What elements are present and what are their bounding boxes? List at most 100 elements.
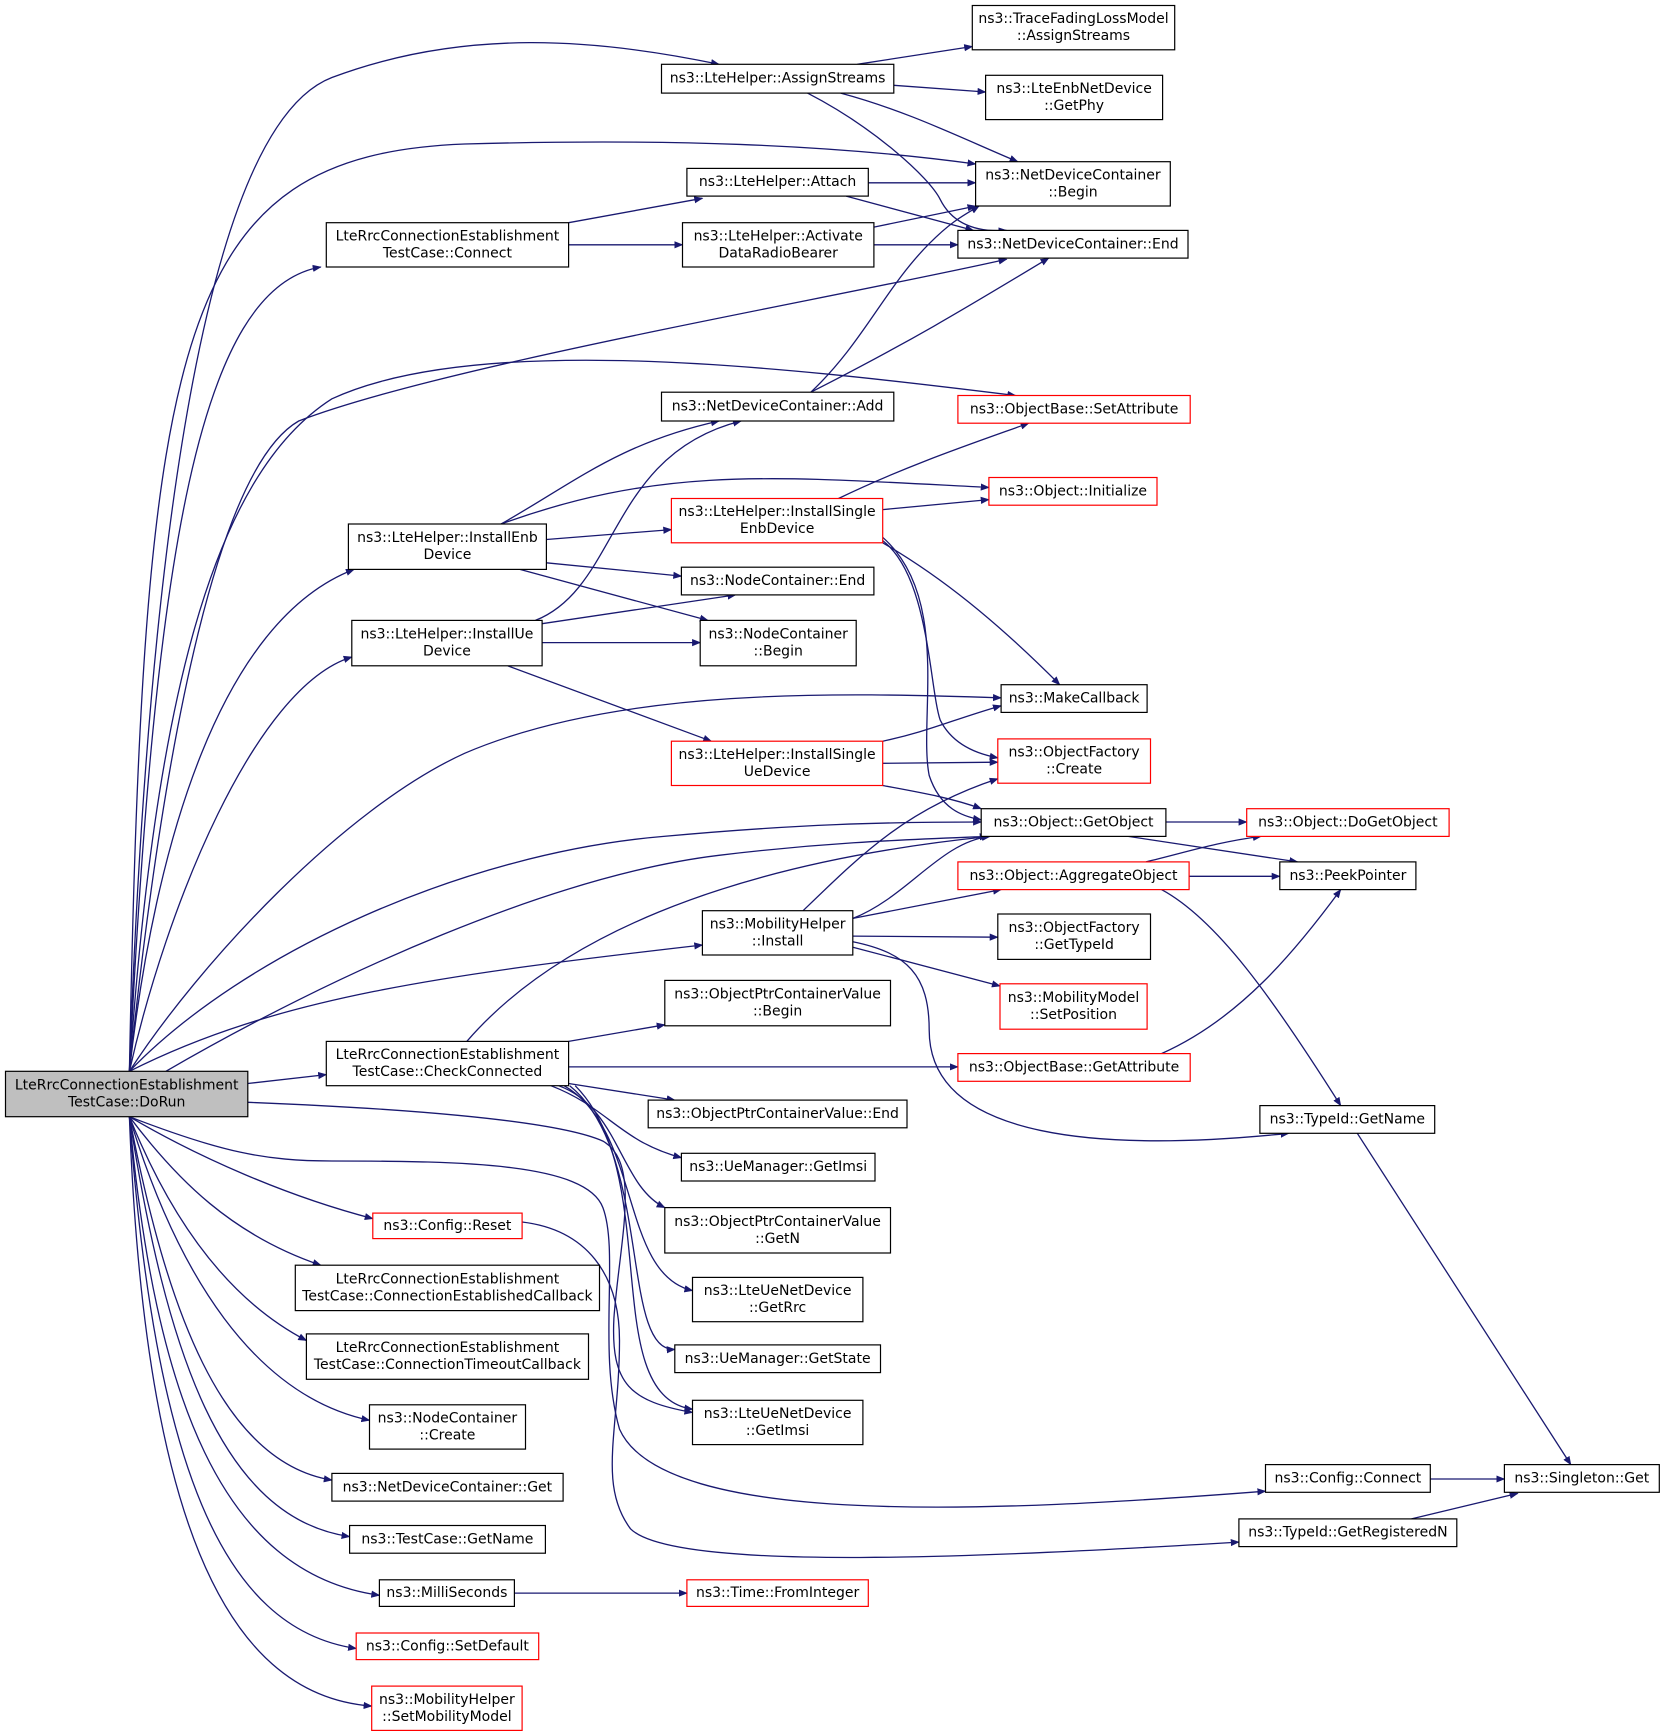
call-edge-to-setdefault: [128, 1116, 358, 1651]
node-uenetgetimsi[interactable]: ns3::LteUeNetDevice::GetImsi: [691, 1399, 864, 1446]
node-ncend[interactable]: ns3::NodeContainer::End: [680, 566, 875, 596]
call-edge-to-getobject: [882, 784, 983, 810]
call-edge-to-getobject: [466, 833, 991, 1042]
node-dorun[interactable]: LteRrcConnectionEstablishmentTestCase::D…: [4, 1070, 249, 1118]
node-setattr[interactable]: ns3::ObjectBase::SetAttribute: [957, 394, 1191, 424]
node-label: ns3::TypeId::GetName: [1270, 1112, 1425, 1128]
node-ncbegin[interactable]: ns3::NodeContainer::Begin: [699, 619, 857, 667]
node-label: ::Create: [419, 1427, 475, 1443]
call-edge-to-ndcend: [807, 92, 1008, 235]
node-uegetstate[interactable]: ns3::UeManager::GetState: [674, 1344, 882, 1374]
node-ueneetgetrrc[interactable]: ns3::LteUeNetDevice::GetRrc: [691, 1276, 864, 1323]
node-label: LteRrcConnectionEstablishment: [336, 1271, 560, 1287]
call-edge-to-typeidgetreg: [522, 1221, 1240, 1559]
node-box: [325, 1040, 570, 1087]
node-attach[interactable]: ns3::LteHelper::Attach: [686, 167, 869, 197]
node-box: [680, 566, 875, 596]
node-ndcbegin[interactable]: ns3::NetDeviceContainer::Begin: [974, 161, 1171, 207]
node-box: [325, 222, 570, 268]
node-ndcadd[interactable]: ns3::NetDeviceContainer::Add: [660, 391, 895, 422]
node-box: [984, 74, 1164, 121]
node-label: ns3::LteHelper::Attach: [699, 174, 856, 190]
call-edge-to-setattr: [838, 422, 1030, 500]
node-box: [355, 1632, 540, 1661]
node-connestcb[interactable]: LteRrcConnectionEstablishmentTestCase::C…: [294, 1264, 601, 1312]
call-edge-to-assignstreams: [128, 42, 720, 1072]
node-makecb[interactable]: ns3::MakeCallback: [1000, 684, 1148, 714]
node-ofcreate[interactable]: ns3::ObjectFactory::Create: [997, 738, 1152, 784]
node-ndcend[interactable]: ns3::NetDeviceContainer::End: [957, 229, 1189, 259]
node-box: [680, 1152, 876, 1182]
node-configreset[interactable]: ns3::Config::Reset: [372, 1212, 523, 1240]
node-peekptr[interactable]: ns3::PeekPointer: [1279, 861, 1417, 891]
node-label: ::GetTypeId: [1034, 937, 1114, 953]
call-edge-to-ndcbegin: [810, 205, 980, 393]
node-timefromint[interactable]: ns3::Time::FromInteger: [686, 1579, 869, 1608]
node-label: ns3::NodeContainer::End: [690, 573, 865, 589]
call-edge-to-instsingleue: [507, 665, 713, 742]
node-getattr[interactable]: ns3::ObjectBase::GetAttribute: [957, 1052, 1191, 1082]
node-box: [347, 523, 547, 571]
node-dogetobject[interactable]: ns3::Object::DoGetObject: [1246, 808, 1450, 838]
node-getobject[interactable]: ns3::Object::GetObject: [980, 808, 1167, 838]
node-label: ns3::TypeId::GetRegisteredN: [1248, 1525, 1447, 1541]
node-box: [686, 1579, 869, 1608]
node-enbgetphy[interactable]: ns3::LteEnbNetDevice::GetPhy: [984, 74, 1164, 121]
node-box: [997, 738, 1152, 784]
node-mmsetpos[interactable]: ns3::MobilityModel::SetPosition: [999, 983, 1148, 1030]
call-edge-to-ofcreate: [802, 777, 999, 912]
call-edge-to-makecb: [128, 694, 1002, 1072]
node-label: ns3::LteEnbNetDevice: [996, 81, 1151, 97]
node-optrend[interactable]: ns3::ObjectPtrContainerValue::End: [647, 1099, 908, 1129]
node-singletonget[interactable]: ns3::Singleton::Get: [1503, 1463, 1660, 1493]
call-edge-to-uenetgetimsi: [574, 1085, 694, 1412]
node-typeidgetreg[interactable]: ns3::TypeId::GetRegisteredN: [1238, 1518, 1458, 1548]
node-configconnect[interactable]: ns3::Config::Connect: [1264, 1463, 1431, 1493]
node-connect[interactable]: LteRrcConnectionEstablishmentTestCase::C…: [325, 222, 570, 268]
call-edge-to-connect: [128, 264, 322, 1072]
node-box: [331, 1472, 564, 1502]
node-box: [1238, 1518, 1458, 1548]
node-ofgettypeid[interactable]: ns3::ObjectFactory::GetTypeId: [997, 913, 1152, 961]
node-box: [660, 391, 895, 422]
node-ndcget[interactable]: ns3::NetDeviceContainer::Get: [331, 1472, 564, 1502]
node-box: [1000, 684, 1148, 714]
node-setdefault[interactable]: ns3::Config::SetDefault: [355, 1632, 540, 1661]
call-edge-to-uenetgetimsi: [247, 1101, 694, 1415]
call-edge-to-setmobmodel: [128, 1116, 373, 1710]
node-objinit[interactable]: ns3::Object::Initialize: [988, 476, 1158, 506]
node-tracefading[interactable]: ns3::TraceFadingLossModel::AssignStreams: [971, 4, 1176, 51]
node-conntocb[interactable]: LteRrcConnectionEstablishmentTestCase::C…: [305, 1333, 590, 1380]
node-box: [681, 222, 875, 268]
node-typeidgetname[interactable]: ns3::TypeId::GetName: [1259, 1104, 1436, 1134]
call-edge-to-ncend: [546, 562, 683, 579]
node-assignstreams[interactable]: ns3::LteHelper::AssignStreams: [660, 63, 895, 94]
node-mobinstall[interactable]: ns3::MobilityHelper::Install: [701, 910, 854, 956]
node-optrgetn[interactable]: ns3::ObjectPtrContainerValue::GetN: [664, 1206, 892, 1254]
node-tcgetname[interactable]: ns3::TestCase::GetName: [349, 1524, 547, 1554]
node-millis[interactable]: ns3::MilliSeconds: [378, 1579, 515, 1608]
call-edge-to-instsingleenb: [546, 526, 673, 541]
node-setmobmodel[interactable]: ns3::MobilityHelper::SetMobilityModel: [371, 1685, 523, 1731]
node-label: ::AssignStreams: [1017, 28, 1130, 44]
node-label: ns3::MobilityModel: [1008, 990, 1140, 1006]
node-box: [957, 394, 1191, 424]
node-box: [971, 4, 1176, 51]
call-edge-to-getobject: [852, 833, 991, 920]
node-nccreate[interactable]: ns3::NodeContainer::Create: [368, 1404, 527, 1450]
node-optrbegin[interactable]: ns3::ObjectPtrContainerValue::Begin: [664, 979, 892, 1027]
call-edge-to-installue: [128, 655, 353, 1072]
call-edge-to-millis: [128, 1116, 381, 1598]
call-edge-to-getobject: [128, 818, 983, 1072]
node-label: ::GetRrc: [749, 1300, 806, 1316]
node-label: ns3::Config::Connect: [1275, 1470, 1422, 1486]
node-uegetimsi[interactable]: ns3::UeManager::GetImsi: [680, 1152, 876, 1182]
node-checkconnected[interactable]: LteRrcConnectionEstablishmentTestCase::C…: [325, 1040, 570, 1087]
node-box: [988, 476, 1158, 506]
node-aggregate[interactable]: ns3::Object::AggregateObject: [957, 861, 1190, 891]
